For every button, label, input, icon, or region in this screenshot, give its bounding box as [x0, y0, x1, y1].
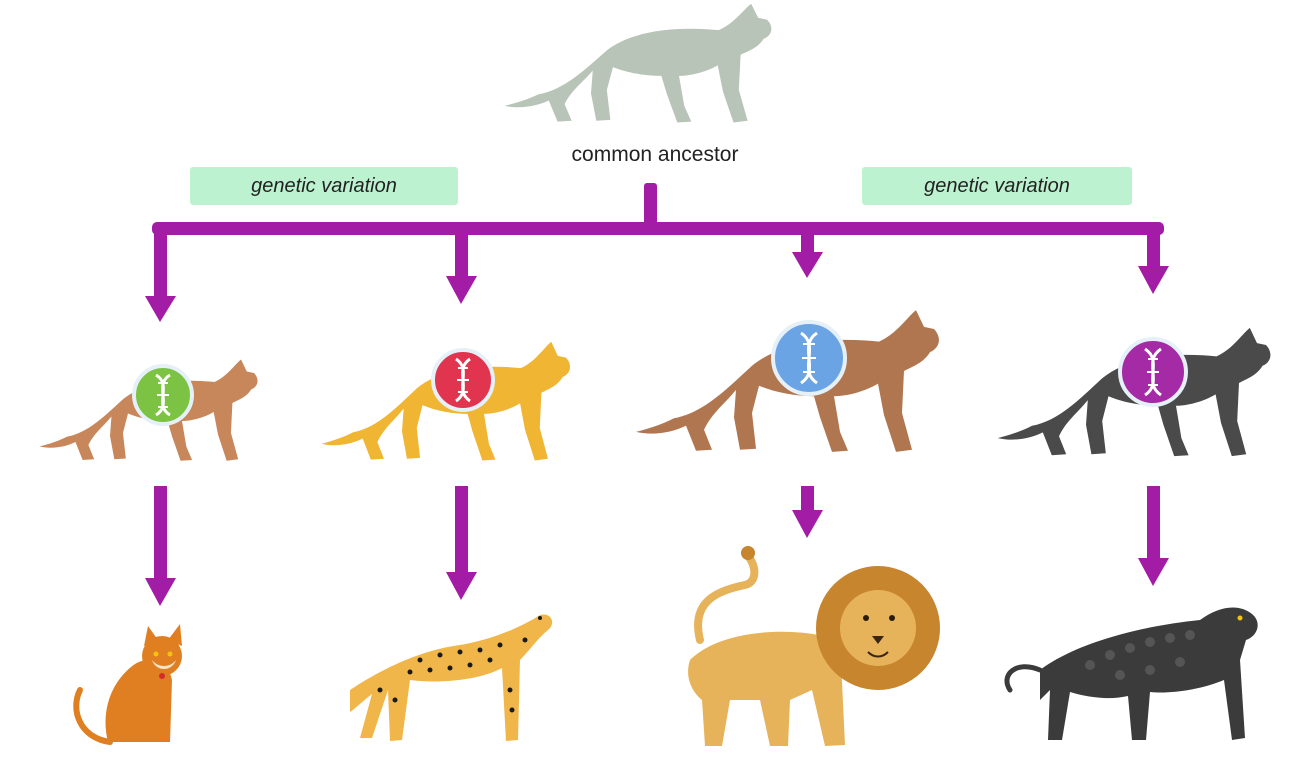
ancestor-cat-icon — [504, 3, 772, 123]
cheetah-icon — [350, 614, 553, 741]
arrow-to-lineage-4 — [1138, 230, 1169, 294]
arrow-to-descendant-1 — [145, 486, 176, 606]
arrow-to-lineage-3 — [792, 230, 823, 278]
dna-icon-2 — [431, 348, 495, 412]
house-cat-icon — [73, 624, 182, 745]
black-panther-icon — [1004, 607, 1258, 740]
arrow-to-lineage-2 — [446, 230, 477, 304]
common-ancestor-label: common ancestor — [571, 143, 739, 166]
arrow-to-descendant-3 — [792, 486, 823, 538]
arrow-to-descendant-4 — [1138, 486, 1169, 586]
dna-icon-3 — [771, 320, 847, 396]
dna-icon-1 — [132, 364, 194, 426]
lion-icon — [688, 546, 940, 746]
genetic-variation-label-right: genetic variation — [862, 167, 1132, 205]
arrow-to-descendant-2 — [446, 486, 477, 600]
genetic-variation-label-left: genetic variation — [190, 167, 458, 205]
branch-arrows — [145, 183, 1169, 606]
arrow-to-lineage-1 — [145, 230, 176, 322]
dna-icon-4 — [1118, 337, 1188, 407]
